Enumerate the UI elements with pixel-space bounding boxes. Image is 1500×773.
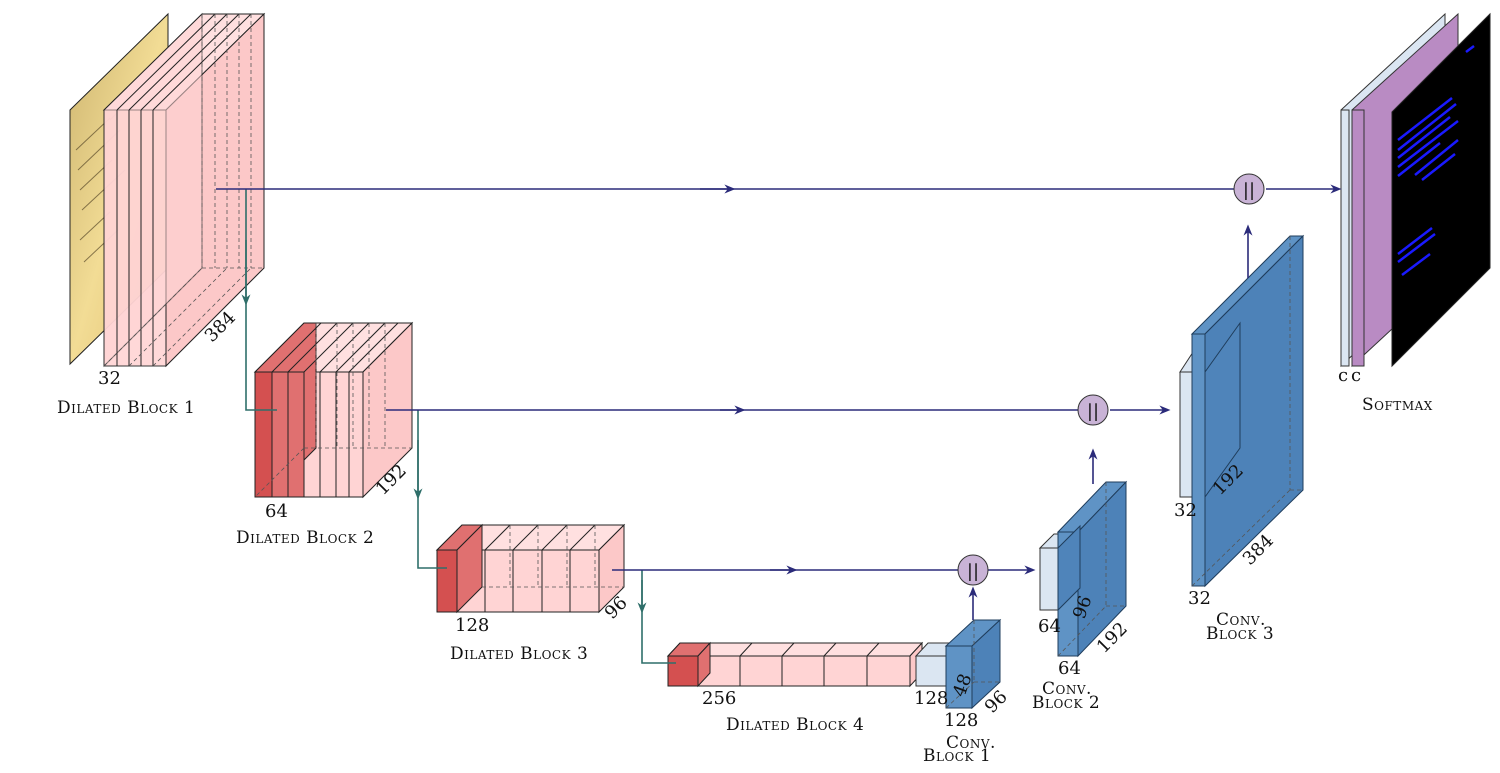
conv2-name-line2: Block 2 bbox=[1032, 693, 1100, 713]
dilated3-depth-label: 128 bbox=[455, 615, 489, 636]
conv1-depth-label: 128 bbox=[944, 710, 978, 731]
softmax-name: Softmax bbox=[1362, 395, 1433, 415]
conv1-name-line1: Conv. bbox=[946, 733, 996, 753]
conv-block-3: 32 192 32 384 Conv. Block 3 bbox=[1174, 234, 1305, 644]
conv3-depth-label: 32 bbox=[1188, 588, 1211, 609]
downsample-connectors bbox=[241, 189, 676, 664]
concat-node-2: || bbox=[1077, 394, 1109, 426]
dilated-block-1: 32 384 Dilated Block 1 bbox=[57, 12, 266, 418]
conv1-name-line2: Block 1 bbox=[923, 746, 991, 766]
output-mask-image bbox=[1391, 12, 1491, 368]
softmax-c2-label: c bbox=[1351, 365, 1361, 386]
dilated4-name: Dilated Block 4 bbox=[726, 715, 864, 735]
softmax-c1-label: c bbox=[1338, 365, 1348, 386]
concat-symbol: || bbox=[1243, 180, 1255, 201]
conv3-input-depth-label: 32 bbox=[1174, 500, 1197, 521]
conv3-name-line2: Block 3 bbox=[1206, 624, 1274, 644]
conv1-input-depth-label: 128 bbox=[914, 688, 948, 709]
dilated2-name: Dilated Block 2 bbox=[236, 528, 374, 548]
dilated1-depth-label: 32 bbox=[98, 368, 121, 389]
concat-node-3: || bbox=[1233, 173, 1265, 205]
dilated3-name: Dilated Block 3 bbox=[450, 644, 588, 664]
skip-connections bbox=[216, 184, 1342, 620]
dilated-block-2: 64 192 Dilated Block 2 bbox=[236, 321, 414, 548]
concat-node-1: || bbox=[957, 554, 989, 586]
conv2-depth-label: 64 bbox=[1058, 658, 1081, 679]
dilated-block-4: 256 Dilated Block 4 bbox=[666, 641, 924, 735]
dilated2-depth-label: 64 bbox=[265, 501, 288, 522]
conv-block-2: 64 96 64 192 Conv. Block 2 bbox=[1032, 480, 1132, 713]
concat-symbol: || bbox=[967, 561, 979, 582]
softmax-block: c c Softmax bbox=[1338, 12, 1491, 415]
dilated-block-3: 128 96 Dilated Block 3 bbox=[435, 523, 632, 664]
conv2-input-depth-label: 64 bbox=[1038, 616, 1061, 637]
conv2-name-line1: Conv. bbox=[1042, 679, 1092, 699]
dilated1-name: Dilated Block 1 bbox=[57, 398, 195, 418]
concat-symbol: || bbox=[1087, 401, 1099, 422]
dilated4-depth-label: 256 bbox=[702, 688, 736, 709]
conv3-name-line1: Conv. bbox=[1216, 610, 1266, 630]
conv-block-1: 128 48 128 96 Conv. Block 1 bbox=[914, 618, 1012, 766]
